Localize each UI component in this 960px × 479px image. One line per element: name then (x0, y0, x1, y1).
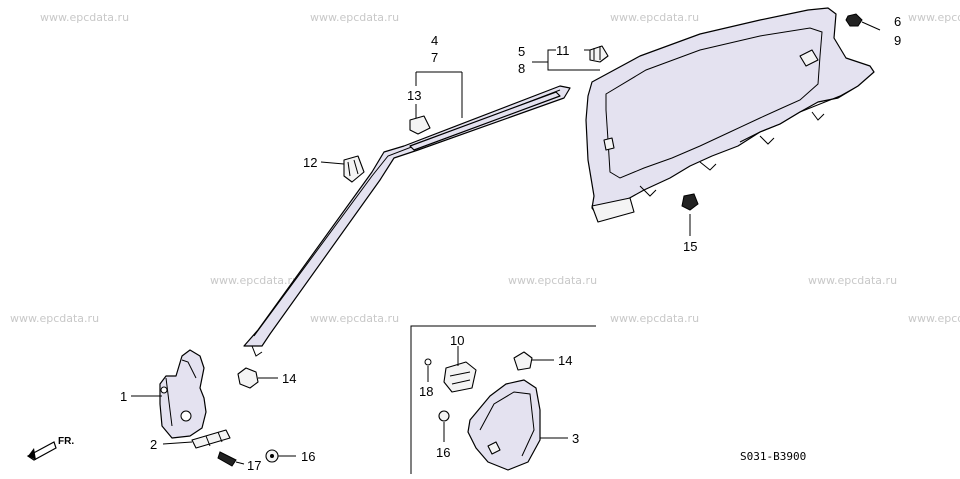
clip-18[interactable] (424, 358, 432, 366)
rear-side-lining[interactable] (467, 379, 541, 471)
callout-12: 12 (303, 155, 317, 170)
clip-13[interactable] (409, 115, 431, 135)
clip-16-inset[interactable] (438, 410, 450, 422)
front-direction-arrow: FR. (26, 436, 74, 461)
clip-14-inset[interactable] (513, 351, 533, 371)
bracket-10[interactable] (443, 361, 477, 393)
callout-14: 14 (282, 371, 296, 386)
watermark: www.epcdata.ru (40, 11, 129, 24)
watermark: www.epcdata.ru (10, 312, 99, 325)
watermark: www.epcdata.ru (310, 312, 399, 325)
rear-quarter-garnish[interactable] (585, 7, 875, 223)
callout-8: 8 (518, 61, 525, 76)
callout-5: 5 (518, 44, 525, 59)
bolt-16-left[interactable] (265, 449, 279, 463)
screw-17[interactable] (217, 451, 237, 467)
inset-frame (410, 325, 596, 474)
bracket-2[interactable] (191, 429, 231, 449)
clip-12[interactable] (343, 155, 365, 183)
watermark: www.epcdata.ru (310, 11, 399, 24)
watermark: www.epcdata.ru (508, 274, 597, 287)
front-side-lining[interactable] (159, 349, 207, 439)
callout-9: 9 (894, 33, 901, 48)
callout-10: 10 (450, 333, 464, 348)
callout-17: 17 (247, 458, 261, 473)
callout-labels: 4 7 5 8 11 6 9 13 12 15 1 14 2 17 16 10 … (120, 14, 901, 473)
callout-6: 6 (894, 14, 901, 29)
callout-3: 3 (572, 431, 579, 446)
leader-lines (131, 49, 691, 465)
front-label: FR. (58, 436, 74, 447)
callout-16: 16 (436, 445, 450, 460)
diagram-code: S031-B3900 (740, 450, 806, 463)
watermark: www.epcdata.ru (908, 312, 960, 325)
callout-4: 4 (431, 33, 438, 48)
clip-6-9[interactable] (845, 13, 881, 31)
watermark: www.epcdata.ru (210, 274, 299, 287)
watermark: www.epcdata.ru (808, 274, 897, 287)
callout-14: 14 (558, 353, 572, 368)
callout-11: 11 (556, 43, 570, 58)
callout-1: 1 (120, 389, 127, 404)
front-pillar-garnish[interactable] (243, 85, 571, 357)
clip-15[interactable] (681, 193, 699, 211)
watermark-layer: www.epcdata.ru www.epcdata.ru www.epcdat… (10, 11, 960, 325)
callout-7: 7 (431, 50, 438, 65)
clip-11[interactable] (589, 45, 609, 63)
callout-16: 16 (301, 449, 315, 464)
watermark: www.epcdata.ru (908, 11, 960, 24)
callout-18: 18 (419, 384, 433, 399)
clip-14-left[interactable] (237, 367, 259, 389)
watermark: www.epcdata.ru (610, 11, 699, 24)
watermark: www.epcdata.ru (610, 312, 699, 325)
callout-13: 13 (407, 88, 421, 103)
callout-15: 15 (683, 239, 697, 254)
callout-2: 2 (150, 437, 157, 452)
